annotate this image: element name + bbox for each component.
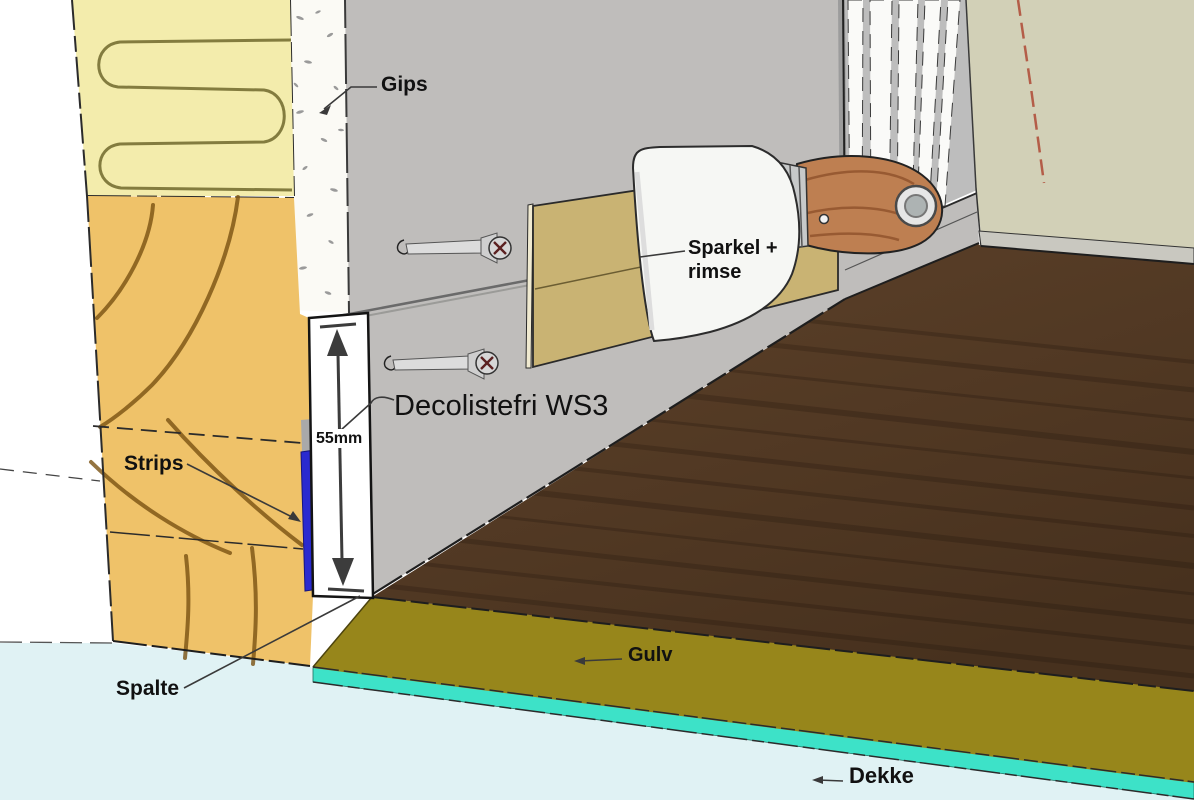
section-cut-line <box>0 468 101 482</box>
decolist-label: Decolistefri WS3 <box>394 390 609 422</box>
wall-floor-edge <box>367 298 846 598</box>
gulv-arrowhead <box>574 657 585 665</box>
gulv-leader <box>579 658 623 662</box>
gulv-edge-cut-line <box>312 596 373 668</box>
sparkel-leader <box>639 250 686 258</box>
plaster-speckles <box>293 10 344 295</box>
deck-edge-line <box>0 641 114 644</box>
membrane-deck-edge <box>312 681 1194 800</box>
screw-upper <box>396 232 512 264</box>
back-wall-skirting <box>978 230 1194 265</box>
parquet-front-edge <box>371 596 1194 692</box>
insulation-batt <box>71 0 295 199</box>
ws3-end-face <box>307 311 375 600</box>
laser-line <box>1016 0 1046 184</box>
dimension-55mm-label: 55mm <box>314 429 365 449</box>
plaster-layer <box>289 0 350 314</box>
dekke-arrowhead <box>812 776 823 784</box>
gips-label: Gips <box>381 73 428 96</box>
spalte-label: Spalte <box>116 677 180 700</box>
strips-arrowhead <box>288 511 301 522</box>
gips-leader <box>323 86 377 110</box>
screw-lower <box>383 348 499 380</box>
gulv-label: Gulv <box>628 644 673 666</box>
blade-shading <box>634 171 655 331</box>
decolist-leader <box>340 396 395 431</box>
skirting-floor-edge <box>844 242 980 300</box>
heating-coil-pattern <box>97 38 293 192</box>
spalte-leader <box>183 595 361 689</box>
gips-arrowhead <box>319 105 331 115</box>
dimension-arrow-55mm <box>319 322 365 593</box>
deck-slab <box>0 643 1194 800</box>
gulv-membrane-edge <box>312 666 1194 783</box>
sparkel-label-line1: Sparkel + <box>688 237 778 259</box>
strips-label: Strips <box>124 452 184 475</box>
back-wall <box>965 0 1194 265</box>
sparkel-label-line2: rimse <box>688 261 742 283</box>
gulv-edge-band <box>313 597 1194 783</box>
sparkel-rimse-label: Sparkel + rimse <box>688 236 778 284</box>
putty-knife <box>631 144 944 343</box>
handle-hole <box>818 213 830 225</box>
wood-stud <box>86 195 313 667</box>
dekke-label: Dekke <box>849 763 914 788</box>
strips-leader <box>186 463 297 520</box>
